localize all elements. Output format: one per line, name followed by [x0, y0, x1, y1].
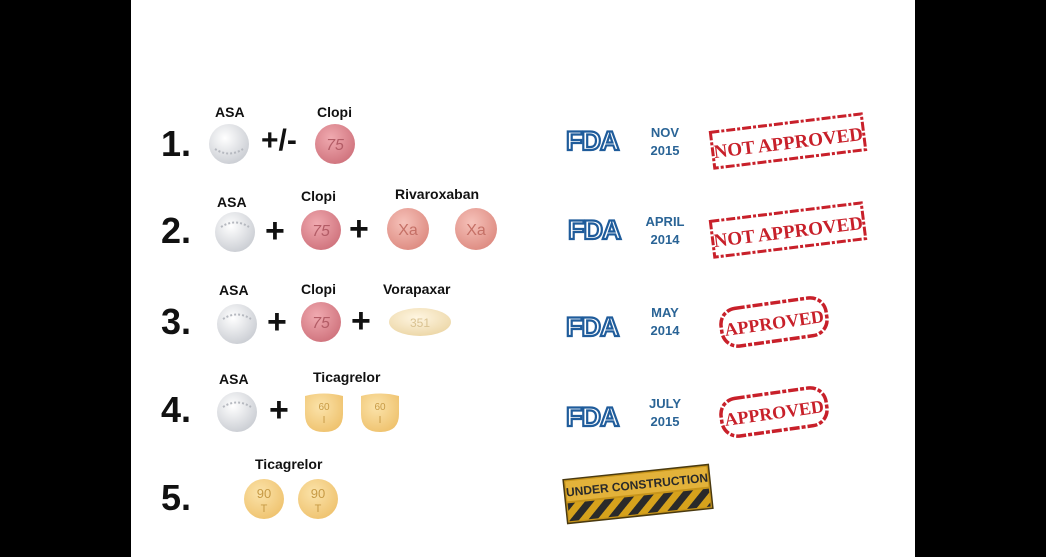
fda-logo-icon: FDA — [567, 214, 623, 243]
rivaroxaban-pill-icon: Xa — [387, 208, 429, 250]
ticagrelor-pill-mark-bottom: I — [323, 415, 326, 426]
under-construction-sign-icon: UNDER CONSTRUCTION — [562, 463, 714, 525]
regimen-number-1: 1. — [161, 123, 192, 164]
ticagrelor-90-pill-icon: 90 T — [244, 479, 284, 519]
label-ticagrelor-5: Ticagrelor — [255, 456, 323, 472]
approval-date-2: APRIL 2014 — [630, 213, 700, 249]
operator-plus-2a: + — [265, 212, 285, 250]
ticagrelor-pill-icon: 60 I — [305, 393, 343, 432]
label-asa-3: ASA — [219, 282, 249, 298]
operator-plus-2b: + — [349, 210, 369, 248]
date-year: 2014 — [650, 232, 680, 247]
not-approved-stamp: NOT APPROVED — [708, 112, 868, 170]
operator-plus-3b: + — [351, 302, 371, 340]
xa-pill-mark: Xa — [398, 222, 418, 239]
fda-logo-text: FDA — [566, 126, 619, 154]
label-clopi-3: Clopi — [301, 281, 336, 297]
ticagrelor-pill-mark-bottom: T — [315, 503, 322, 515]
slide: 1. ASA Clopi +/- 75 2. ASA Clopi Rivarox… — [131, 0, 915, 557]
approved-stamp: APPROVED — [719, 296, 829, 348]
date-month: APRIL — [645, 214, 685, 229]
date-month: NOV — [650, 125, 680, 140]
asa-pill-icon — [215, 212, 255, 252]
clopi-pill-mark: 75 — [326, 137, 344, 154]
ticagrelor-pill-mark-bottom: T — [261, 503, 268, 515]
label-asa-1: ASA — [215, 104, 245, 120]
approval-date-3: MAY 2014 — [630, 304, 700, 340]
approval-date-1: NOV 2015 — [630, 124, 700, 160]
asa-pill-icon — [217, 304, 257, 344]
regimen-number-4: 4. — [161, 389, 192, 430]
ticagrelor-pill-mark: 90 — [311, 486, 325, 501]
label-asa-4: ASA — [219, 371, 249, 387]
ticagrelor-90-pill-icon: 90 T — [298, 479, 338, 519]
date-year: 2015 — [650, 143, 680, 158]
clopi-pill-mark: 75 — [312, 315, 330, 332]
xa-pill-mark: Xa — [466, 222, 486, 239]
vorapaxar-pill-mark: 351 — [410, 316, 430, 330]
label-rivaroxaban-2: Rivaroxaban — [395, 186, 480, 202]
clopi-pill-icon: 75 — [301, 302, 341, 342]
fda-logo-icon: FDA — [565, 125, 621, 154]
ticagrelor-pill-mark: 90 — [257, 486, 271, 501]
asa-pill-icon — [209, 124, 249, 164]
fda-logo-icon: FDA — [565, 311, 621, 340]
fda-logo-text: FDA — [566, 402, 619, 430]
operator-plus-4: + — [269, 391, 289, 429]
label-ticagrelor-4: Ticagrelor — [313, 369, 381, 385]
fda-logo-text: FDA — [566, 312, 619, 340]
regimen-number-3: 3. — [161, 301, 192, 342]
rivaroxaban-pill-icon: Xa — [455, 208, 497, 250]
date-year: 2014 — [650, 323, 680, 338]
fda-logo-text: FDA — [568, 215, 621, 243]
date-month: MAY — [651, 305, 679, 320]
date-year: 2015 — [650, 414, 680, 429]
ticagrelor-pill-mark: 60 — [318, 402, 330, 413]
clopi-pill-mark: 75 — [312, 223, 330, 240]
operator-plus-minus-1: +/- — [261, 124, 297, 157]
vorapaxar-pill-icon: 351 — [389, 308, 451, 336]
stamp-text: NOT APPROVED — [713, 124, 865, 163]
regimen-number-2: 2. — [161, 210, 192, 251]
fda-logo-icon: FDA — [565, 401, 621, 430]
ticagrelor-pill-icon: 60 I — [361, 393, 399, 432]
date-month: JULY — [648, 396, 682, 411]
asa-pill-icon — [217, 392, 257, 432]
label-asa-2: ASA — [217, 194, 247, 210]
approved-stamp: APPROVED — [719, 386, 829, 438]
approval-date-4: JULY 2015 — [630, 395, 700, 431]
regimen-number-5: 5. — [161, 477, 192, 518]
label-clopi-1: Clopi — [317, 104, 352, 120]
not-approved-stamp: NOT APPROVED — [708, 201, 868, 259]
label-vorapaxar-3: Vorapaxar — [383, 281, 451, 297]
label-clopi-2: Clopi — [301, 188, 336, 204]
ticagrelor-pill-mark-bottom: I — [379, 415, 382, 426]
stamp-text: NOT APPROVED — [713, 213, 865, 252]
ticagrelor-pill-mark: 60 — [374, 402, 386, 413]
operator-plus-3a: + — [267, 303, 287, 341]
clopi-pill-icon: 75 — [301, 210, 341, 250]
clopi-pill-icon: 75 — [315, 124, 355, 164]
